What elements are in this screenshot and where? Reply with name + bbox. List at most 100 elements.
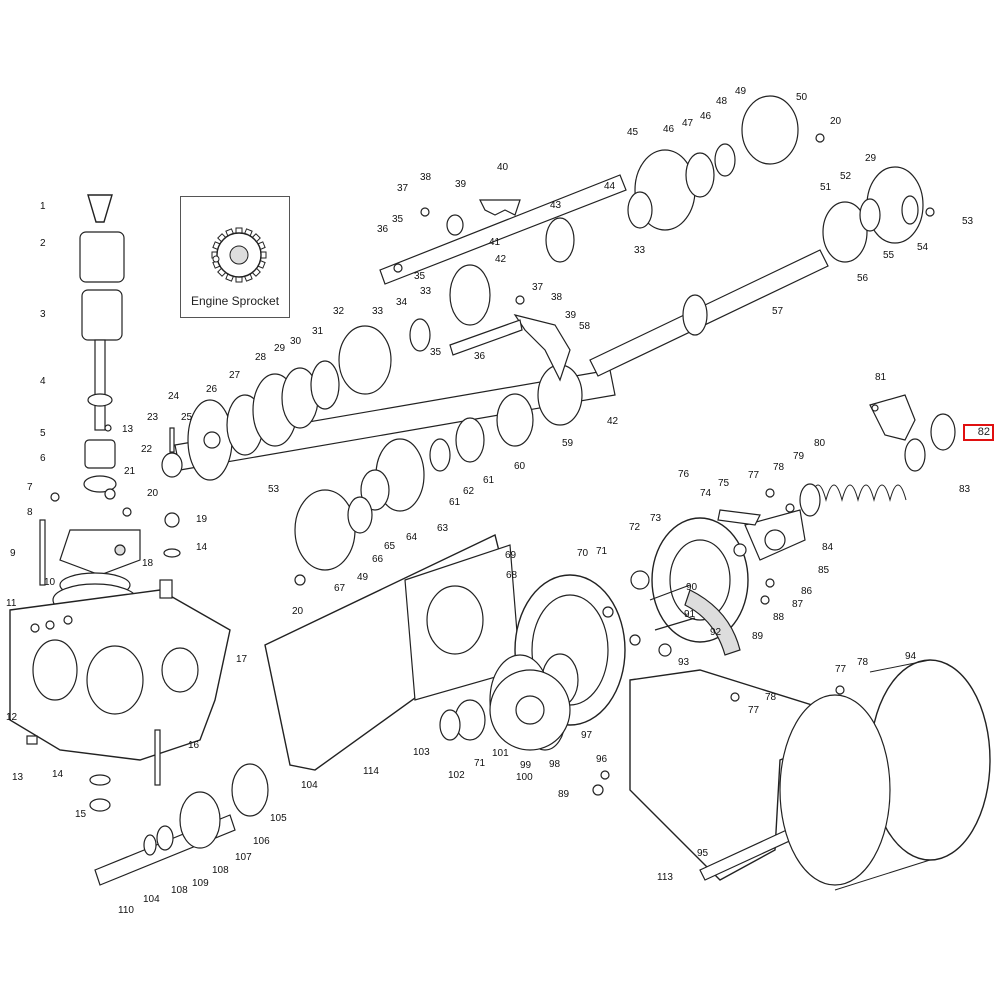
- callout-13b[interactable]: 13: [122, 424, 134, 435]
- callout-102[interactable]: 102: [448, 770, 465, 781]
- callout-45[interactable]: 45: [627, 127, 639, 138]
- callout-18[interactable]: 18: [142, 558, 154, 569]
- callout-80[interactable]: 80: [814, 438, 826, 449]
- callout-65[interactable]: 65: [384, 541, 396, 552]
- callout-29a[interactable]: 29: [274, 343, 286, 354]
- callout-23[interactable]: 23: [147, 412, 159, 423]
- callout-73[interactable]: 73: [650, 513, 662, 524]
- callout-108a[interactable]: 108: [212, 865, 229, 876]
- callout-63[interactable]: 63: [437, 523, 449, 534]
- callout-39b[interactable]: 39: [565, 310, 577, 321]
- callout-24[interactable]: 24: [168, 391, 180, 402]
- callout-15[interactable]: 15: [75, 809, 87, 820]
- callout-70[interactable]: 70: [577, 548, 589, 559]
- callout-50[interactable]: 50: [796, 92, 808, 103]
- callout-27[interactable]: 27: [229, 370, 241, 381]
- callout-78c[interactable]: 78: [765, 692, 777, 703]
- callout-38b[interactable]: 38: [551, 292, 563, 303]
- callout-104b[interactable]: 104: [143, 894, 160, 905]
- callout-100[interactable]: 100: [516, 772, 533, 783]
- callout-46a[interactable]: 46: [663, 124, 675, 135]
- callout-43[interactable]: 43: [550, 200, 562, 211]
- callout-95[interactable]: 95: [697, 848, 709, 859]
- callout-79[interactable]: 79: [793, 451, 805, 462]
- callout-56[interactable]: 56: [857, 273, 869, 284]
- callout-35a[interactable]: 35: [392, 214, 404, 225]
- callout-89b[interactable]: 89: [558, 789, 570, 800]
- callout-7[interactable]: 7: [27, 482, 33, 493]
- callout-106[interactable]: 106: [253, 836, 270, 847]
- callout-53b[interactable]: 53: [268, 484, 280, 495]
- callout-74[interactable]: 74: [700, 488, 712, 499]
- callout-96[interactable]: 96: [596, 754, 608, 765]
- callout-37b[interactable]: 37: [532, 282, 544, 293]
- callout-2[interactable]: 2: [40, 238, 46, 249]
- callout-34[interactable]: 34: [396, 297, 408, 308]
- callout-93[interactable]: 93: [678, 657, 690, 668]
- callout-107[interactable]: 107: [235, 852, 252, 863]
- callout-8[interactable]: 8: [27, 507, 33, 518]
- callout-37a[interactable]: 37: [397, 183, 409, 194]
- callout-26[interactable]: 26: [206, 384, 218, 395]
- callout-9[interactable]: 9: [10, 548, 16, 559]
- callout-10[interactable]: 10: [44, 577, 56, 588]
- callout-88[interactable]: 88: [773, 612, 785, 623]
- callout-72[interactable]: 72: [629, 522, 641, 533]
- callout-36b[interactable]: 36: [474, 351, 486, 362]
- callout-78a[interactable]: 78: [773, 462, 785, 473]
- callout-91[interactable]: 91: [684, 609, 696, 620]
- callout-25[interactable]: 25: [181, 412, 193, 423]
- callout-36a[interactable]: 36: [377, 224, 389, 235]
- callout-42a[interactable]: 42: [495, 254, 507, 265]
- callout-42b[interactable]: 42: [607, 416, 619, 427]
- callout-57[interactable]: 57: [772, 306, 784, 317]
- callout-110[interactable]: 110: [118, 905, 134, 916]
- callout-113[interactable]: 113: [657, 872, 673, 883]
- callout-60[interactable]: 60: [514, 461, 526, 472]
- callout-67[interactable]: 67: [334, 583, 346, 594]
- callout-49a[interactable]: 49: [735, 86, 747, 97]
- callout-22[interactable]: 22: [141, 444, 153, 455]
- callout-4[interactable]: 4: [40, 376, 46, 387]
- callout-84[interactable]: 84: [822, 542, 834, 553]
- callout-11[interactable]: 11: [6, 598, 17, 609]
- callout-98[interactable]: 98: [549, 759, 561, 770]
- callout-3[interactable]: 3: [40, 309, 46, 320]
- callout-30[interactable]: 30: [290, 336, 302, 347]
- callout-20a[interactable]: 20: [147, 488, 159, 499]
- callout-103[interactable]: 103: [413, 747, 430, 758]
- callout-114[interactable]: 114: [363, 766, 379, 777]
- callout-16[interactable]: 16: [188, 740, 200, 751]
- callout-19[interactable]: 19: [196, 514, 208, 525]
- callout-62[interactable]: 62: [463, 486, 475, 497]
- callout-21[interactable]: 21: [124, 466, 136, 477]
- callout-14a[interactable]: 14: [52, 769, 64, 780]
- callout-38a[interactable]: 38: [420, 172, 432, 183]
- callout-1[interactable]: 1: [40, 201, 46, 212]
- callout-59[interactable]: 59: [562, 438, 574, 449]
- callout-13a[interactable]: 13: [12, 772, 24, 783]
- callout-33b[interactable]: 33: [420, 286, 432, 297]
- callout-105[interactable]: 105: [270, 813, 287, 824]
- callout-76[interactable]: 76: [678, 469, 690, 480]
- callout-68[interactable]: 68: [506, 570, 518, 581]
- callout-77a[interactable]: 77: [748, 470, 760, 481]
- callout-71b[interactable]: 71: [474, 758, 486, 769]
- callout-40[interactable]: 40: [497, 162, 509, 173]
- callout-81[interactable]: 81: [875, 372, 887, 383]
- callout-51[interactable]: 51: [820, 182, 832, 193]
- callout-87[interactable]: 87: [792, 599, 804, 610]
- callout-47[interactable]: 47: [682, 118, 694, 129]
- callout-12[interactable]: 12: [6, 712, 18, 723]
- callout-35b[interactable]: 35: [414, 271, 426, 282]
- callout-75[interactable]: 75: [718, 478, 730, 489]
- callout-35c[interactable]: 35: [430, 347, 442, 358]
- callout-58[interactable]: 58: [579, 321, 591, 332]
- callout-39a[interactable]: 39: [455, 179, 467, 190]
- callout-6[interactable]: 6: [40, 453, 46, 464]
- callout-61b[interactable]: 61: [449, 497, 461, 508]
- callout-97[interactable]: 97: [581, 730, 593, 741]
- callout-53a[interactable]: 53: [962, 216, 974, 227]
- callout-78b[interactable]: 78: [857, 657, 869, 668]
- callout-31[interactable]: 31: [312, 326, 324, 337]
